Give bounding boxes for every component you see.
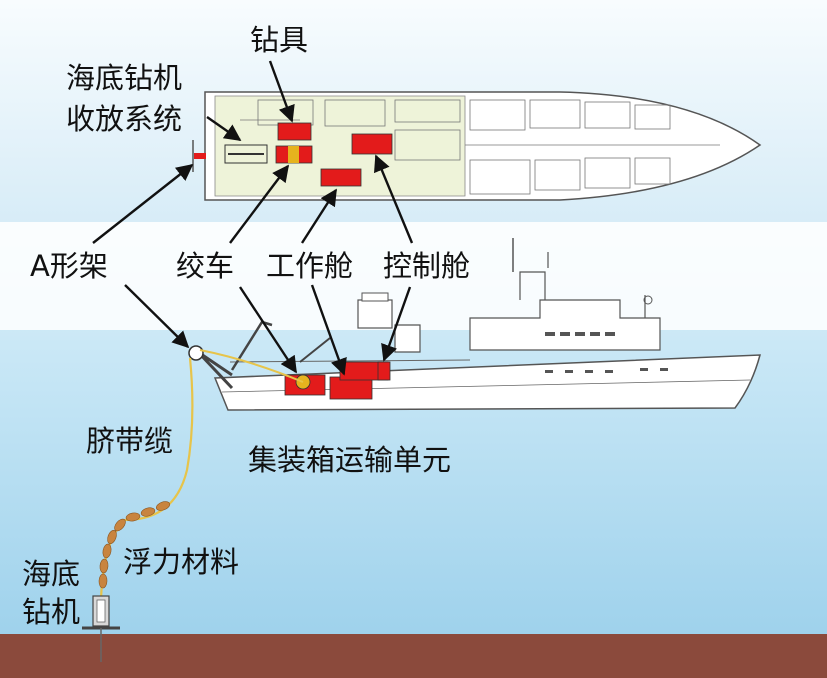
label-seabed-rig-line2: 钻机: [22, 595, 80, 629]
control-cabin-module-plan: [351, 133, 393, 155]
label-launch-recovery-line2: 收放系统: [66, 102, 182, 136]
umbilical-deck-segment: [199, 349, 304, 383]
label-seabed-rig-line1: 海底: [22, 557, 80, 591]
winch-drum-plan: [288, 146, 299, 163]
a-frame-sheave-icon: [188, 345, 204, 361]
label-winch: 绞车: [176, 249, 234, 283]
arrow-icon: [206, 116, 242, 141]
drill-rig-icon: [82, 595, 120, 662]
label-container-unit: 集装箱运输单元: [248, 443, 451, 477]
arrow-icon: [310, 284, 347, 376]
arrow-icon: [229, 164, 290, 244]
arrows: [92, 60, 414, 376]
control-cabin-module-profile: [377, 361, 391, 381]
label-drill-tools: 钻具: [250, 23, 308, 57]
label-band: [0, 222, 827, 330]
arrow-icon: [92, 163, 194, 244]
arrow-icon: [300, 188, 338, 244]
label-a-frame: A形架: [30, 249, 108, 283]
arrow-icon: [124, 284, 190, 349]
drill-tools-module: [277, 122, 312, 141]
buoyancy-floats: [98, 501, 171, 589]
label-work-cabin: 工作舱: [266, 249, 353, 283]
arrow-icon: [268, 60, 295, 123]
arrow-icon: [238, 286, 298, 374]
label-launch-recovery-line1: 海底钻机: [66, 61, 182, 95]
arrow-icon: [374, 154, 414, 244]
arrow-icon: [381, 286, 412, 362]
label-control-cabin: 控制舱: [383, 249, 470, 283]
work-cabin-module-plan: [320, 168, 362, 187]
seabed: [0, 634, 827, 678]
label-umbilical: 脐带缆: [86, 424, 173, 458]
label-buoyancy: 浮力材料: [123, 545, 239, 579]
